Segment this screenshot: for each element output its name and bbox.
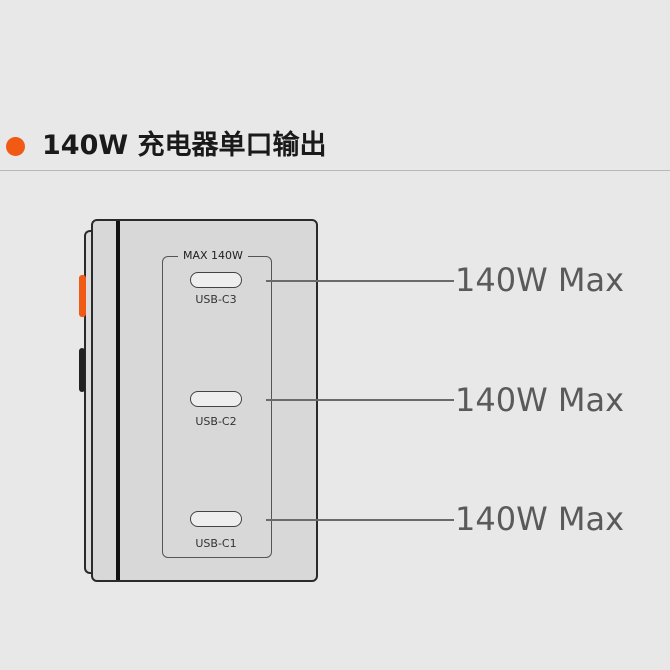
charger-seam (116, 221, 120, 580)
orange-dot-icon (6, 137, 25, 156)
panel-max-label: MAX 140W (178, 249, 248, 263)
usb-c2-port (190, 391, 242, 407)
port-spec: 140W Max (455, 261, 625, 299)
callout-line (266, 399, 454, 401)
usb-c1-port (190, 511, 242, 527)
port-label: USB-C1 (195, 537, 237, 550)
callout-line (266, 519, 454, 521)
usb-c3-port (190, 272, 242, 288)
black-side-button (79, 348, 85, 392)
port-label: USB-C2 (195, 415, 237, 428)
header-divider (0, 170, 670, 171)
port-spec: 140W Max (455, 381, 625, 419)
orange-side-button (79, 275, 86, 317)
callout-line (266, 280, 454, 282)
port-label: USB-C3 (195, 293, 237, 306)
port-spec: 140W Max (455, 500, 625, 538)
section-title: 140W 充电器单口输出 (42, 130, 327, 161)
